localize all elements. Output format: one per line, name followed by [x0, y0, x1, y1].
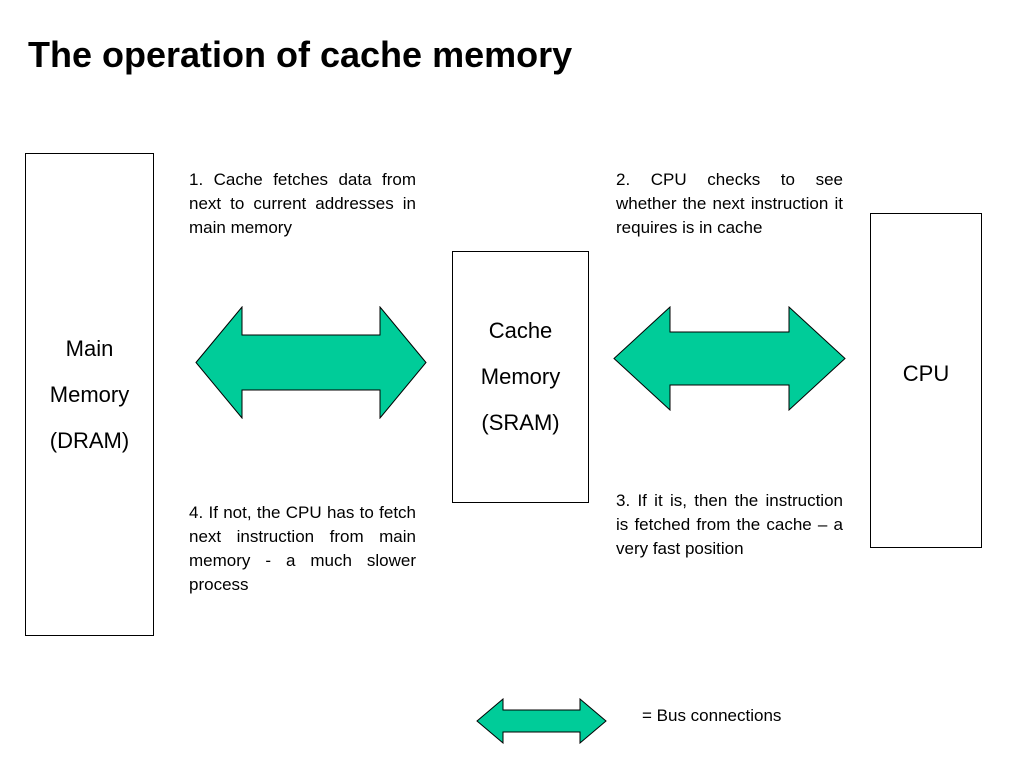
- cpu-box: CPU: [870, 213, 982, 548]
- main-memory-label-line3: (DRAM): [49, 427, 130, 453]
- cache-memory-label-line2: Memory: [480, 364, 561, 389]
- cache-memory-label-line1: Cache: [488, 318, 553, 343]
- legend-label: = Bus connections: [642, 706, 782, 725]
- main-memory-label-line1: Main: [65, 335, 114, 361]
- main-memory-label-line2: Memory: [49, 381, 130, 407]
- bus-arrow-cache-cpu: [613, 306, 846, 411]
- step-1-note: 1. Cache fetches data from next to curre…: [189, 170, 416, 237]
- page-title: The operation of cache memory: [28, 34, 573, 75]
- double-headed-arrow-icon: [476, 698, 607, 744]
- main-memory-box: Main Memory (DRAM): [25, 153, 154, 636]
- cpu-label: CPU: [902, 361, 950, 386]
- double-headed-arrow-icon: [613, 306, 846, 411]
- bus-arrow-main-cache: [195, 306, 427, 419]
- legend-bus-arrow: [476, 698, 607, 744]
- step-4-note: 4. If not, the CPU has to fetch next ins…: [189, 503, 416, 594]
- step-2-note: 2. CPU checks to see whether the next in…: [616, 170, 843, 237]
- step-3-note: 3. If it is, then the instruction is fet…: [616, 491, 843, 558]
- double-headed-arrow-icon: [195, 306, 427, 419]
- cache-memory-box: Cache Memory (SRAM): [452, 251, 589, 503]
- cache-memory-label-line3: (SRAM): [481, 410, 560, 435]
